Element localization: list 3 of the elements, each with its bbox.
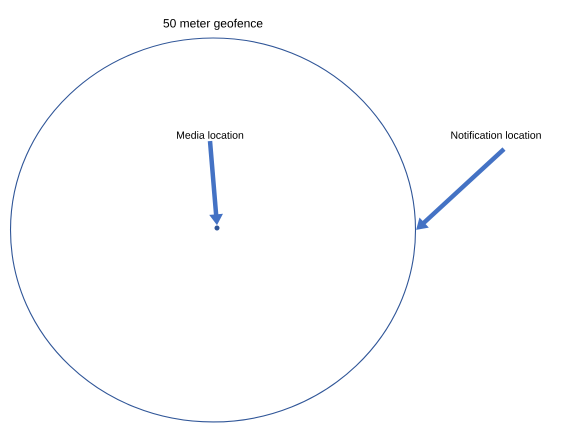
node-label: 50 meter geofence (163, 18, 262, 30)
text-label: Media location (177, 131, 244, 139)
text-label: Notification location (451, 131, 541, 139)
